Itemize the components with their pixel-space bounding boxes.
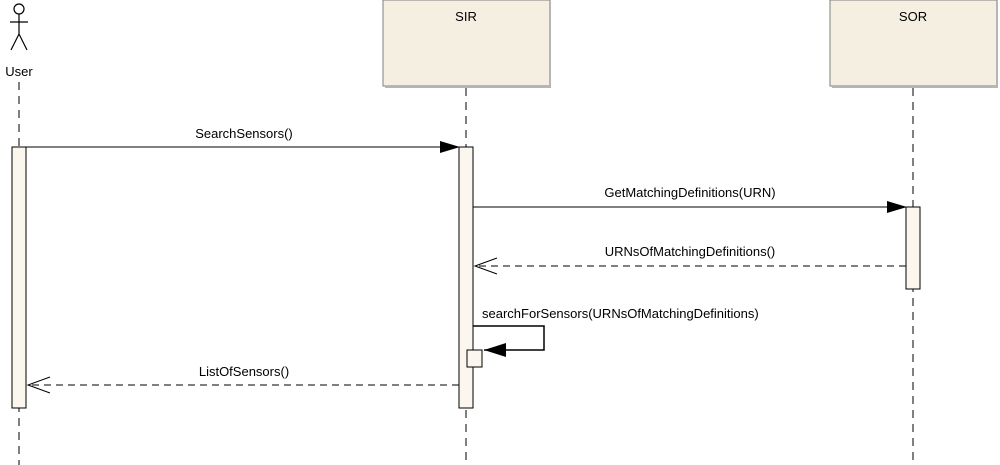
message-search-for-sensors: searchForSensors(URNsOfMatchingDefinitio… [473,306,759,357]
participant-sir: SIR [382,0,551,88]
participant-sir-box [382,0,551,87]
actor-user-label: User [5,64,33,79]
message-list-of-sensors: ListOfSensors() [26,364,459,394]
activation-sor [905,206,921,290]
actor-icon [10,3,28,51]
open-arrowhead-icon [473,257,498,275]
participant-sor: SOR [829,0,998,88]
activation-user [11,146,27,409]
message-label: ListOfSensors() [199,364,289,379]
filled-arrowhead-icon [484,343,506,357]
open-arrowhead-icon [26,376,51,394]
message-urns-of-matching-definitions: URNsOfMatchingDefinitions() [473,244,906,275]
actor-user: User [5,3,33,79]
activation-sir-self [466,349,483,368]
participant-sir-label: SIR [455,9,477,24]
participant-sor-box [829,0,998,87]
message-label: GetMatchingDefinitions(URN) [604,185,775,200]
message-label: SearchSensors() [195,126,293,141]
participant-sor-label: SOR [899,9,927,24]
message-label: URNsOfMatchingDefinitions() [605,244,776,259]
activation-sir [458,146,474,409]
message-label: searchForSensors(URNsOfMatchingDefinitio… [482,306,759,321]
message-search-sensors: SearchSensors() [26,126,460,153]
message-get-matching-definitions: GetMatchingDefinitions(URN) [473,185,907,213]
